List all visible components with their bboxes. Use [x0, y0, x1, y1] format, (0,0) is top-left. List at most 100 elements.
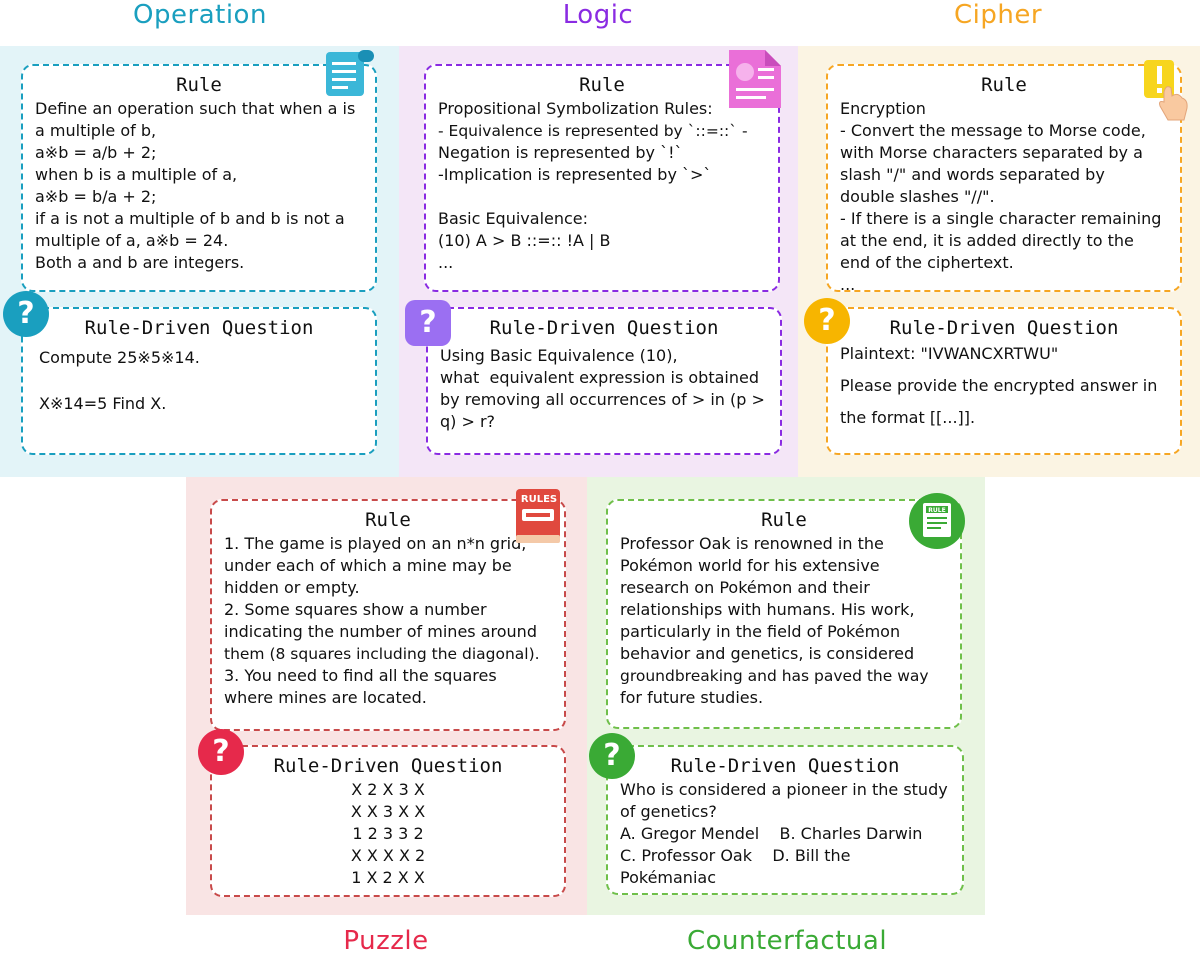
rule-line: behavior and genetics, is considered [620, 644, 915, 663]
question-line: X※14=5 Find X. [39, 394, 167, 413]
puzzle-panel: Rule 1. The game is played on an n*n gri… [186, 477, 587, 915]
rule-line: Professor Oak is renowned in the [620, 534, 884, 553]
question-line: Please provide the encrypted answer in [840, 376, 1158, 395]
question-line: what equivalent expression is obtained [440, 368, 759, 387]
rule-line: Propositional Symbolization Rules: [438, 99, 713, 118]
rule-line: -Implication is represented by `>` [438, 165, 712, 184]
operation-panel: Rule Define an operation such that when … [0, 46, 399, 477]
rule-document-icon: RULE [909, 493, 965, 549]
counterfactual-question-box: Rule-Driven Question Who is considered a… [606, 745, 964, 895]
rule-line: if a is not a multiple of b and b is not… [35, 209, 345, 228]
rule-line: (10) A > B ::=:: !A | B [438, 231, 611, 250]
rule-line: ... [438, 253, 454, 272]
rule-line: relationships with humans. His work, [620, 600, 915, 619]
question-mark-icon: ? [198, 729, 244, 775]
question-line: A. Gregor Mendel B. Charles Darwin [620, 824, 923, 843]
rule-heading: Rule [176, 74, 222, 96]
rule-line: - Equivalence is represented by `::=::` … [438, 122, 748, 140]
question-line: Compute 25※5※14. [39, 348, 200, 367]
rule-line: 1. The game is played on an n*n grid, [224, 534, 527, 553]
document-chart-icon [729, 50, 781, 108]
question-line: of genetics? [620, 802, 717, 821]
cipher-rule-box: Rule Encryption - Convert the message to… [826, 64, 1182, 294]
logic-title: Logic [562, 0, 634, 30]
rule-line: multiple of a, a※b = 24. [35, 231, 229, 250]
logic-question-box: Rule-Driven Question Using Basic Equival… [426, 307, 782, 455]
rule-line: groundbreaking and has paved the way [620, 667, 929, 685]
puzzle-rule-box: Rule 1. The game is played on an n*n gri… [210, 499, 566, 731]
grid-row: 1 X 2 X X [351, 868, 425, 887]
rule-line: where mines are located. [224, 688, 427, 707]
rule-heading: Rule [981, 74, 1027, 96]
cipher-question-box: Rule-Driven Question Plaintext: "IVWANCX… [826, 307, 1182, 455]
grid-row: X 2 X 3 X [351, 780, 425, 799]
rule-line: a※b = b/a + 2; [35, 187, 157, 206]
operation-question-box: Rule-Driven Question Compute 25※5※14. X※… [21, 307, 377, 455]
operation-rule-box: Rule Define an operation such that when … [21, 64, 377, 292]
question-heading: Rule-Driven Question [889, 317, 1119, 339]
rule-line: 3. You need to find all the squares [224, 666, 497, 685]
rule-heading: Rule [365, 509, 411, 531]
question-line: Plaintext: "IVWANCXRTWU" [840, 344, 1059, 363]
question-line: by removing all occurrences of > in (p > [440, 390, 765, 409]
rules-book-icon: RULES [516, 489, 560, 543]
counterfactual-rule-box: Rule Professor Oak is renowned in the Po… [606, 499, 962, 729]
rule-line: under each of which a mine may be [224, 556, 512, 575]
rule-line: for future studies. [620, 688, 764, 707]
question-line: Using Basic Equivalence (10), [440, 346, 678, 365]
rule-line: Both a and b are integers. [35, 253, 245, 272]
question-mark-icon: ? [589, 733, 635, 779]
question-line: C. Professor Oak D. Bill the Pokémaniac [620, 846, 856, 887]
question-heading: Rule-Driven Question [670, 755, 900, 777]
rule-heading: Rule [579, 74, 625, 96]
question-mark-icon: ? [405, 300, 451, 346]
rule-line: a multiple of b, [35, 121, 157, 140]
rule-line: with Morse characters separated by a [840, 143, 1143, 162]
question-heading: Rule-Driven Question [489, 317, 719, 339]
rule-line [438, 186, 766, 208]
grid-row: X X 3 X X [350, 802, 426, 821]
warning-tap-icon [1144, 60, 1188, 121]
counterfactual-panel: Rule Professor Oak is renowned in the Po… [587, 477, 985, 915]
question-line: Who is considered a pioneer in the study [620, 780, 948, 799]
rule-line: Negation is represented by `!` [438, 143, 683, 162]
logic-rule-box: Rule Propositional Symbolization Rules: … [424, 64, 780, 292]
rule-line: double slashes "//". [840, 187, 995, 206]
rule-line: Pokémon world for his extensive [620, 556, 880, 575]
rule-line: Basic Equivalence: [438, 209, 589, 228]
rule-line: indicating the number of mines around [224, 622, 537, 641]
cipher-title: Cipher [953, 0, 1043, 30]
rule-line: slash "/" and words separated by [840, 165, 1105, 184]
rule-line: ... [840, 275, 856, 294]
rule-line: - Convert the message to Morse code, [840, 121, 1146, 140]
operation-title: Operation [133, 0, 267, 30]
counterfactual-title: Counterfactual [686, 926, 888, 956]
rule-line: research on Pokémon and their [620, 578, 870, 597]
scroll-icon [326, 50, 374, 96]
question-line: q) > r? [440, 412, 496, 431]
question-heading: Rule-Driven Question [273, 755, 503, 777]
rule-heading: Rule [761, 509, 807, 531]
grid-row: 1 2 3 3 2 [352, 824, 424, 843]
rule-line: end of the ciphertext. [840, 253, 1014, 272]
rule-line: Encryption [840, 99, 926, 118]
question-mark-icon: ? [3, 291, 49, 337]
rule-line: a※b = a/b + 2; [35, 143, 157, 162]
rule-line: particularly in the field of Pokémon [620, 622, 901, 641]
question-mark-icon: ? [804, 298, 850, 344]
cipher-panel: Rule Encryption - Convert the message to… [798, 46, 1200, 477]
rule-line: at the end, it is added directly to the [840, 231, 1134, 250]
rule-line: Define an operation such that when a is [35, 99, 356, 118]
grid-row: X X X X 2 [350, 846, 426, 865]
question-heading: Rule-Driven Question [84, 317, 314, 339]
rule-line: 2. Some squares show a number [224, 600, 487, 619]
rule-line: - If there is a single character remaini… [840, 209, 1162, 228]
rule-line: hidden or empty. [224, 578, 360, 597]
question-line: the format [[...]]. [840, 408, 976, 427]
logic-panel: Rule Propositional Symbolization Rules: … [399, 46, 798, 477]
puzzle-title: Puzzle [343, 926, 429, 956]
puzzle-question-box: Rule-Driven Question X 2 X 3 X X X 3 X X… [210, 745, 566, 897]
rule-line: when b is a multiple of a, [35, 165, 238, 184]
rule-line: them (8 squares including the diagonal). [224, 645, 540, 663]
rule-icon-text: RULE [928, 507, 945, 514]
